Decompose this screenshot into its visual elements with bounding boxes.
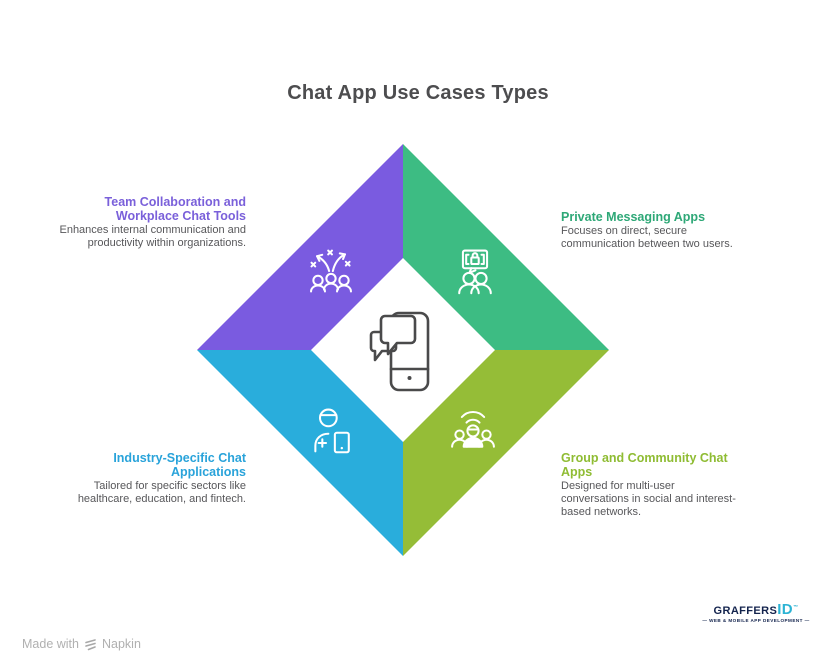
graffersid-tagline: — WEB & MOBILE APP DEVELOPMENT — — [702, 618, 810, 623]
secure-chat-icon — [449, 245, 501, 297]
heading-industry-specific: Industry-Specific Chat Applications — [113, 451, 246, 480]
graffersid-suffix: ID — [777, 601, 794, 618]
body-team-collaboration: Enhances internal communication and prod… — [59, 224, 246, 249]
graffersid-logo: GraffersID™ — WEB & MOBILE APP DEVELOPME… — [700, 602, 812, 624]
label-industry-specific: Industry-Specific Chat Applications Tail… — [54, 451, 246, 506]
heading-group-community: Group and Community Chat Apps — [561, 451, 728, 480]
community-broadcast-icon — [447, 404, 499, 456]
quadrant-industry-specific — [197, 350, 403, 556]
team-growth-icon — [305, 246, 357, 298]
body-group-community: Designed for multi-user conversations in… — [561, 480, 736, 518]
trademark-symbol: ™ — [793, 604, 799, 611]
heading-team-collaboration: Team Collaboration and Workplace Chat To… — [104, 195, 246, 224]
page-title: Chat App Use Cases Types — [287, 82, 549, 104]
made-with-napkin-link[interactable]: Made with Napkin — [22, 637, 141, 651]
made-with-text: Made with — [22, 637, 79, 651]
quadrant-group-community — [403, 350, 609, 556]
graffersid-wordmark: GraffersID™ — [700, 602, 812, 617]
phone-chat-icon — [367, 311, 439, 393]
graffersid-name: Graffers — [713, 601, 778, 618]
quadrant-private-messaging — [403, 144, 609, 350]
label-group-community: Group and Community Chat Apps Designed f… — [561, 451, 737, 519]
healthcare-professional-icon — [307, 404, 359, 456]
napkin-brand-text: Napkin — [101, 637, 141, 651]
body-industry-specific: Tailored for specific sectors like healt… — [77, 480, 246, 505]
label-private-messaging: Private Messaging Apps Focuses on direct… — [561, 210, 739, 251]
heading-private-messaging: Private Messaging Apps — [561, 210, 706, 224]
body-private-messaging: Focuses on direct, secure communication … — [561, 225, 733, 250]
napkin-logo-icon — [84, 638, 97, 651]
label-team-collaboration: Team Collaboration and Workplace Chat To… — [54, 195, 246, 250]
quadrant-team-collaboration — [197, 144, 403, 350]
